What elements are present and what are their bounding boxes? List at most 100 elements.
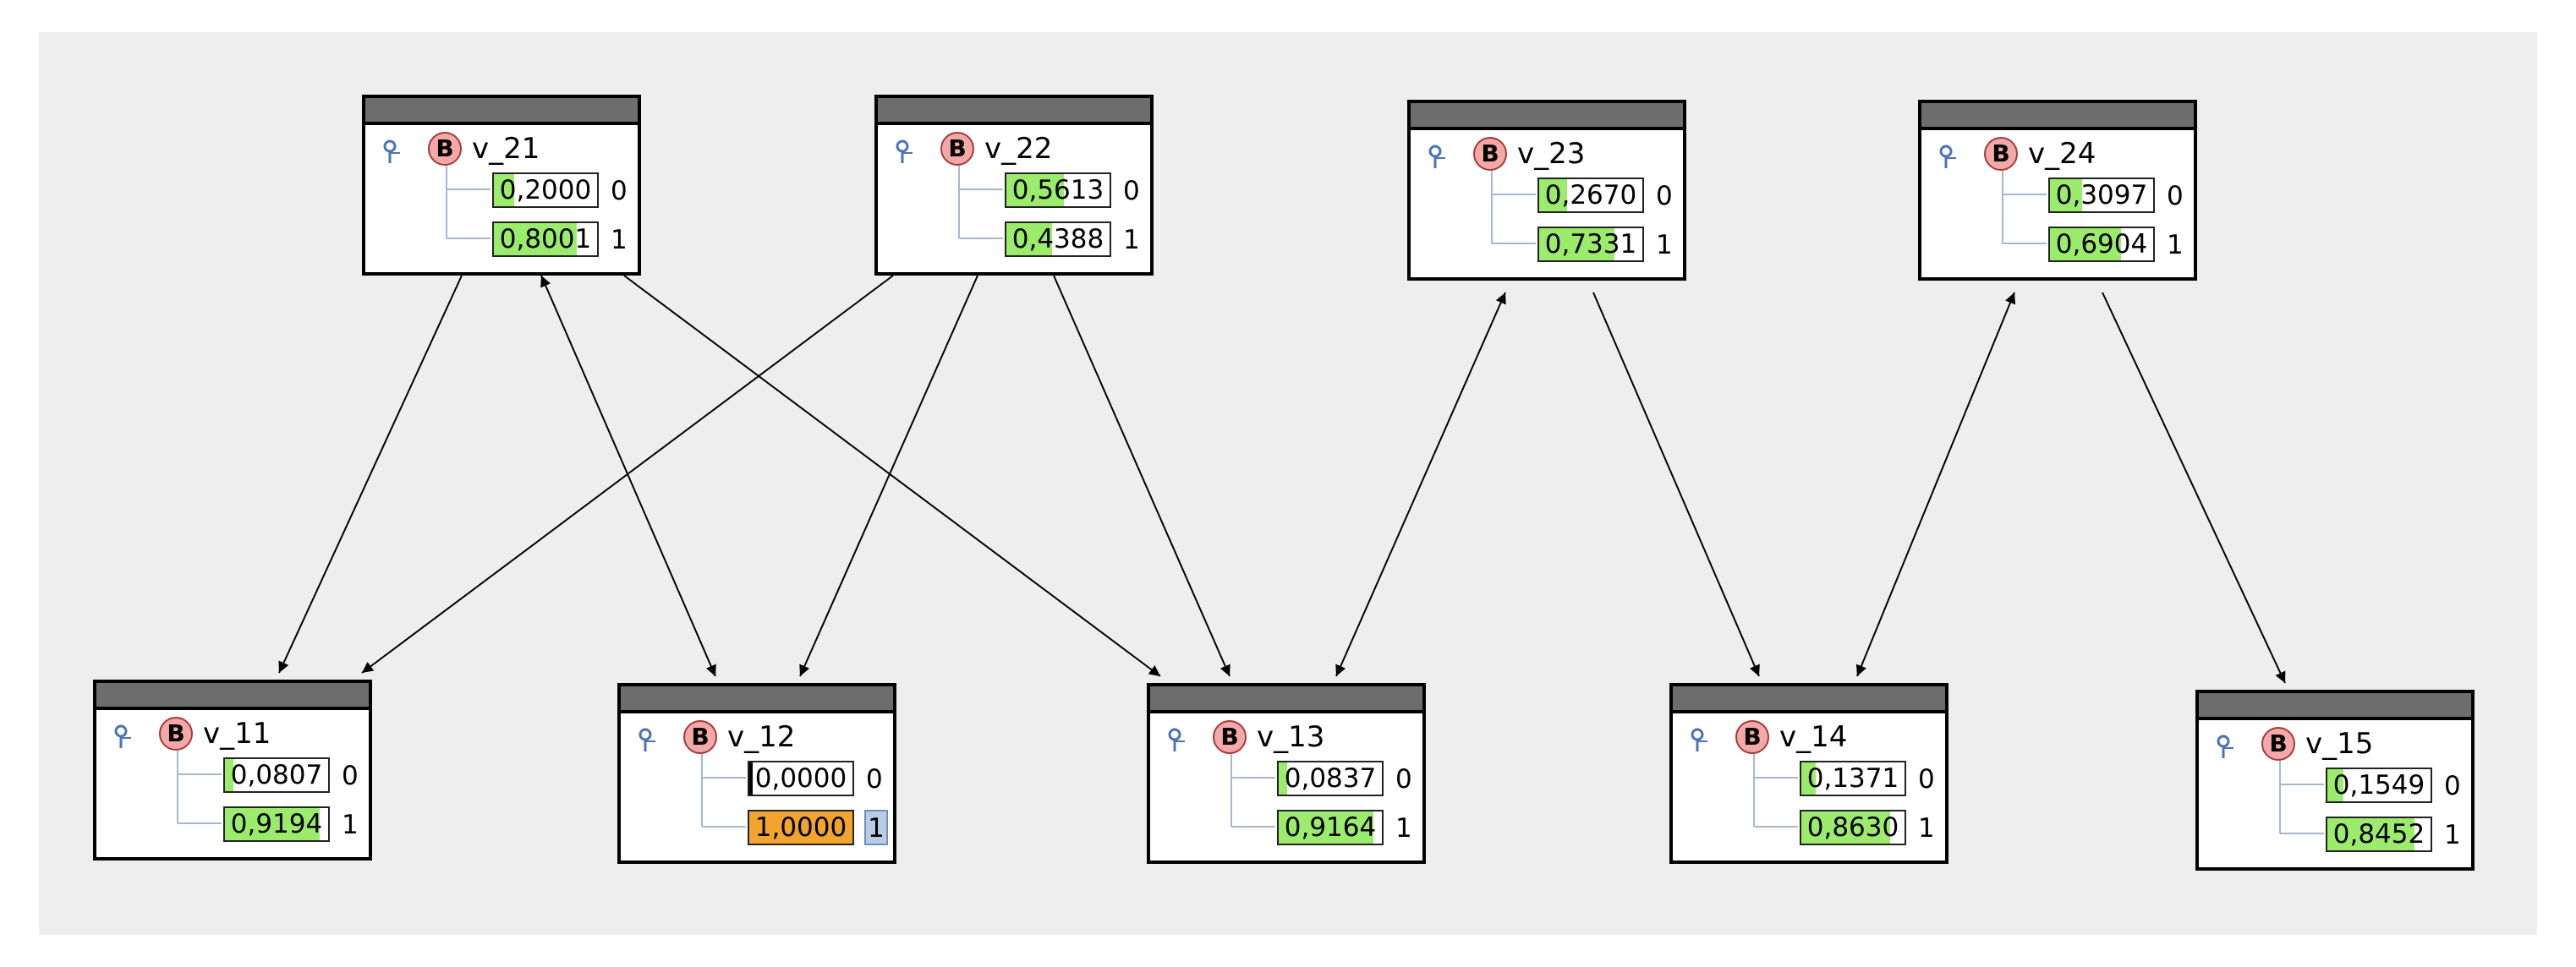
probability-value: 0,6904 (2055, 229, 2148, 260)
probability-value: 0,9194 (230, 809, 323, 839)
state-label[interactable]: 0 (1656, 181, 1673, 211)
probability-bar-state-0[interactable]: 0,2000 (492, 172, 599, 208)
probability-bar-state-1[interactable]: 1,0000 (748, 810, 854, 845)
probability-value: 0,8001 (499, 224, 592, 254)
probability-bar-state-1[interactable]: 0,8452 (2326, 817, 2432, 852)
edge-v24-v14 (1855, 292, 2016, 677)
state-label[interactable]: 1 (342, 810, 359, 840)
boolean-badge-icon: B (428, 132, 462, 166)
probability-bar-state-0[interactable]: 0,0837 (1277, 761, 1384, 796)
node-label: v_21 (472, 132, 540, 166)
state-label[interactable]: 0 (342, 761, 359, 791)
state-label[interactable]: 0 (1123, 176, 1140, 206)
probability-value: 0,5613 (1011, 175, 1104, 205)
probability-fill (494, 174, 515, 206)
pin-icon[interactable] (1428, 144, 1446, 169)
probability-fill (749, 811, 852, 844)
edge-v24-v15 (2102, 292, 2286, 684)
pin-icon[interactable] (638, 727, 656, 752)
probability-bar-state-1[interactable]: 0,9194 (223, 806, 330, 842)
probability-value: 0,3097 (2055, 180, 2148, 210)
probability-bar-state-0[interactable]: 0,2670 (1537, 178, 1644, 213)
probability-fill (225, 808, 321, 840)
edge-v21-v12 (540, 275, 716, 677)
node-header[interactable] (96, 683, 369, 710)
probability-value: 0,0807 (230, 760, 323, 790)
edge-v21-v11 (278, 275, 463, 674)
node-label: v_14 (1779, 720, 1848, 754)
state-label[interactable]: 0 (866, 764, 883, 795)
state-label[interactable]: 1 (611, 225, 628, 255)
probability-fill (2327, 769, 2343, 801)
state-label[interactable]: 1 (1395, 813, 1412, 844)
node-header[interactable] (1673, 686, 1945, 713)
probability-bar-state-1[interactable]: 0,9164 (1277, 810, 1384, 845)
state-label[interactable]: 1 (1123, 225, 1140, 255)
pin-icon[interactable] (2216, 734, 2234, 759)
probability-fill (2050, 228, 2122, 260)
pin-icon[interactable] (1690, 727, 1708, 752)
node-header[interactable] (1411, 103, 1683, 130)
probability-bar-state-0[interactable]: 0,0807 (223, 757, 330, 793)
node-label: v_12 (727, 720, 796, 754)
pin-icon[interactable] (382, 139, 401, 164)
probability-bar-state-1[interactable]: 0,7331 (1537, 227, 1644, 262)
node-label: v_15 (2305, 727, 2374, 761)
node-header[interactable] (621, 686, 893, 713)
node-header[interactable] (878, 98, 1150, 125)
node-header[interactable] (1921, 103, 2194, 130)
state-label[interactable]: 1 (1918, 813, 1935, 844)
probability-bar-state-1[interactable]: 0,8001 (492, 221, 599, 257)
probability-bar-state-1[interactable]: 0,4388 (1005, 221, 1111, 257)
node-header[interactable] (365, 98, 638, 125)
probability-value: 0,7331 (1544, 229, 1637, 260)
pin-icon[interactable] (1167, 727, 1186, 752)
probability-value: 1,0000 (754, 812, 847, 843)
probability-bar-state-0[interactable]: 0,5613 (1005, 172, 1111, 208)
pin-icon[interactable] (895, 139, 913, 164)
state-label[interactable]: 0 (611, 176, 628, 206)
probability-fill (749, 762, 753, 795)
node-header[interactable] (2199, 693, 2471, 720)
pin-icon[interactable] (1938, 144, 1957, 169)
edge-v22-v13 (1053, 275, 1230, 677)
probability-fill (1801, 762, 1816, 795)
probability-bar-state-0[interactable]: 0,1549 (2326, 768, 2432, 803)
state-label[interactable]: 1 (2167, 230, 2184, 260)
probability-bar-state-0[interactable]: 0,0000 (748, 761, 854, 796)
boolean-badge-icon: B (940, 132, 974, 166)
state-label[interactable]: 1 (1656, 230, 1673, 260)
probability-bar-state-0[interactable]: 0,3097 (2048, 178, 2155, 213)
probability-value: 0,4388 (1011, 224, 1104, 254)
probability-value: 0,0837 (1284, 763, 1377, 794)
probability-bar-state-1[interactable]: 0,8630 (1800, 810, 1906, 845)
probability-fill (1006, 223, 1052, 255)
probability-value: 0,9164 (1284, 812, 1377, 843)
boolean-badge-icon: B (1984, 137, 2018, 171)
probability-value: 0,1371 (1806, 763, 1899, 794)
state-label[interactable]: 0 (1395, 764, 1412, 795)
probability-value: 0,2000 (499, 175, 592, 205)
node-header[interactable] (1150, 686, 1422, 713)
boolean-badge-icon: B (1735, 720, 1769, 754)
state-label[interactable]: 0 (2444, 771, 2461, 801)
state-label[interactable]: 0 (1918, 764, 1935, 795)
probability-fill (2327, 818, 2415, 850)
state-label[interactable]: 0 (2167, 181, 2184, 211)
edge-v23-v14 (1592, 292, 1760, 677)
pin-icon[interactable] (113, 724, 132, 749)
state-label[interactable]: 1 (864, 810, 888, 845)
probability-bar-state-0[interactable]: 0,1371 (1800, 761, 1906, 796)
edge-v22-v11 (361, 275, 894, 674)
state-label[interactable]: 1 (2444, 820, 2461, 850)
probability-bar-state-1[interactable]: 0,6904 (2048, 227, 2155, 262)
